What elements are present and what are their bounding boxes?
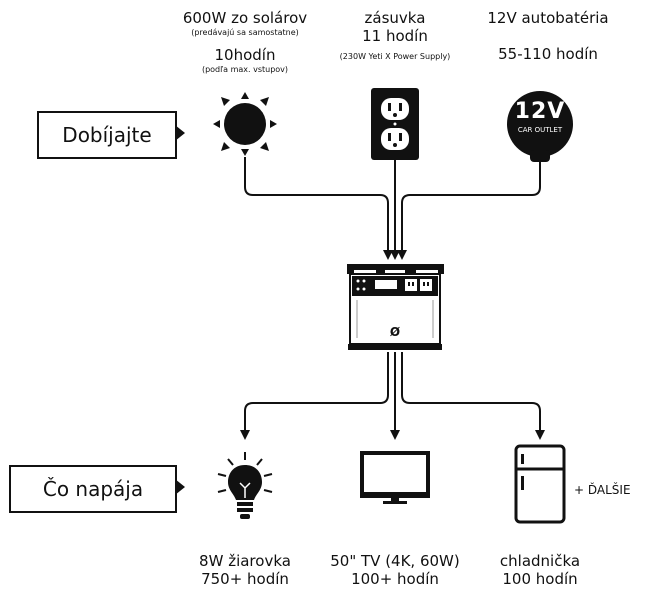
- arrow-head: [535, 430, 545, 440]
- car-title: 12V autobatéria: [487, 9, 609, 27]
- car-hours: 55-110 hodín: [498, 45, 598, 63]
- charge-label: Dobíjajte: [62, 123, 152, 147]
- arrow-head: [240, 430, 250, 440]
- solar-note: (predávajú sa samostatne): [191, 28, 299, 37]
- arrow-head: [390, 430, 400, 440]
- outlet-note: (230W Yeti X Power Supply): [339, 52, 451, 61]
- car-outlet-main-text: 12V: [514, 99, 566, 124]
- arrow-head: [383, 250, 393, 260]
- more-label: + ĎALŠIE: [574, 483, 631, 497]
- car-connector: [401, 162, 541, 252]
- bulb-connector: [244, 352, 389, 432]
- fridge-hours: 100 hodín: [502, 570, 578, 588]
- power-station-logo: Ø: [389, 325, 401, 339]
- arrow-head: [397, 250, 407, 260]
- solar-hours: 10hodín: [214, 46, 276, 64]
- powers-label-box: Čo napája: [9, 465, 177, 513]
- tv-title: 50" TV (4K, 60W): [330, 552, 460, 570]
- powers-label: Čo napája: [42, 477, 144, 501]
- solar-hours-note: (podľa max. vstupov): [201, 65, 289, 74]
- outlet-title: zásuvka: [364, 9, 426, 27]
- solar-connector: [244, 157, 389, 252]
- fridge-title: chladnička: [499, 552, 581, 570]
- tv-hours: 100+ hodín: [351, 570, 439, 588]
- fridge-connector: [401, 352, 541, 432]
- car-outlet-sub-text: CAR OUTLET: [517, 126, 563, 134]
- powers-arrow-icon: [175, 479, 185, 495]
- bulb-title: 8W žiarovka: [199, 552, 291, 570]
- outlet-hours: 11 hodín: [362, 27, 428, 45]
- bulb-hours: 750+ hodín: [201, 570, 289, 588]
- charge-label-box: Dobíjajte: [37, 111, 177, 159]
- charge-arrow-icon: [175, 125, 185, 141]
- arrow-head: [390, 250, 400, 260]
- solar-title: 600W zo solárov: [182, 9, 308, 27]
